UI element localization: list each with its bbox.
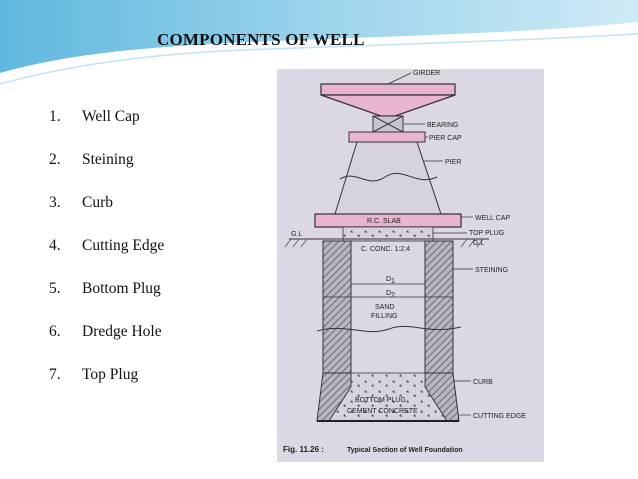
list-item-label: Steining xyxy=(82,151,134,168)
list-item: 5. Bottom Plug xyxy=(49,280,164,323)
list-item-label: Curb xyxy=(82,194,113,211)
label-well-cap: WELL CAP xyxy=(475,215,510,222)
list-item-number: 4. xyxy=(49,237,61,254)
list-item: 7. Top Plug xyxy=(49,366,164,409)
label-curb: CURB xyxy=(473,379,493,386)
well-foundation-diagram: GIRDER BEARING PIER CAP PIER R.C. SLAB W… xyxy=(277,69,544,462)
top-plug xyxy=(342,226,434,242)
label-c-conc: C. CONC. 1:2:4 xyxy=(361,246,410,253)
label-gl-right: G.L xyxy=(473,240,484,247)
label-d2-sub: 2 xyxy=(391,292,395,299)
label-pier-cap: PIER CAP xyxy=(429,135,462,142)
steining-right xyxy=(424,240,454,374)
list-item-number: 3. xyxy=(49,194,61,211)
well-break-line xyxy=(316,325,462,333)
label-filling: FILLING xyxy=(371,313,397,320)
label-pier: PIER xyxy=(445,159,461,166)
label-gl-left: G.L xyxy=(291,231,302,238)
list-item-label: Bottom Plug xyxy=(82,280,161,297)
pier-cap xyxy=(348,131,426,143)
list-item: 6. Dredge Hole xyxy=(49,323,164,366)
list-item-number: 2. xyxy=(49,151,61,168)
list-item-number: 7. xyxy=(49,366,61,383)
label-steining: STEINING xyxy=(475,267,508,274)
list-item-number: 6. xyxy=(49,323,61,340)
label-sand: SAND xyxy=(375,304,394,311)
girder-leader xyxy=(387,72,412,85)
list-item-label: Well Cap xyxy=(82,108,140,125)
list-item: 2. Steining xyxy=(49,151,164,194)
label-top-plug: TOP PLUG xyxy=(469,230,504,237)
slide-header-decoration xyxy=(0,0,638,85)
label-rc-slab: R.C. SLAB xyxy=(367,218,401,225)
label-cement-concrete: CEMENT CONCRETE xyxy=(347,408,418,415)
list-item-label: Cutting Edge xyxy=(82,237,165,254)
steining-left xyxy=(322,240,352,374)
figure-caption-number: Fig. 11.26 : xyxy=(283,445,324,454)
list-item: 1. Well Cap xyxy=(49,108,164,151)
slide-title: COMPONENTS OF WELL xyxy=(157,30,365,49)
figure-caption-text: Typical Section of Well Foundation xyxy=(347,447,463,454)
list-item-number: 5. xyxy=(49,280,61,297)
ground-hatch xyxy=(284,238,484,248)
list-item: 4. Cutting Edge xyxy=(49,237,164,280)
label-d1: D xyxy=(386,276,391,283)
pier-break-line xyxy=(339,172,438,182)
list-item: 3. Curb xyxy=(49,194,164,237)
diagram-canvas: GIRDER BEARING PIER CAP PIER R.C. SLAB W… xyxy=(277,69,544,462)
label-cutting-edge: CUTTING EDGE xyxy=(473,413,526,420)
label-d1-sub: 1 xyxy=(391,278,395,285)
label-girder: GIRDER xyxy=(413,70,440,77)
components-list: 1. Well Cap 2. Steining 3. Curb 4. Cutting E… xyxy=(49,108,164,409)
label-d2: D xyxy=(386,290,391,297)
bearing-cross xyxy=(372,115,404,133)
list-item-number: 1. xyxy=(49,108,61,125)
girder xyxy=(320,83,456,96)
label-bearing: BEARING xyxy=(427,122,459,129)
list-item-label: Top Plug xyxy=(82,366,139,383)
list-item-label: Dredge Hole xyxy=(82,323,162,340)
label-bottom-plug: BOTTOM PLUG xyxy=(355,397,406,404)
